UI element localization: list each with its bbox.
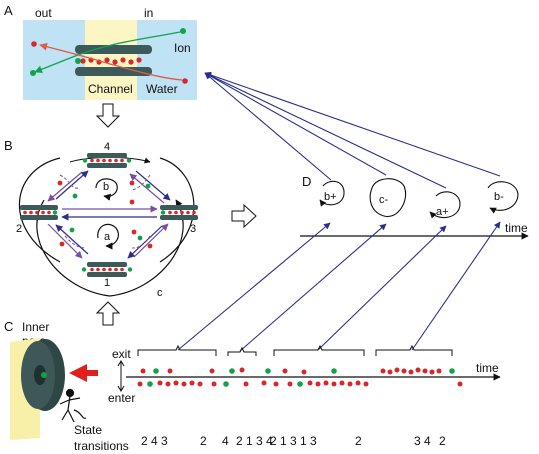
state-3-channel	[160, 205, 198, 220]
outside-solvent	[23, 20, 85, 100]
state-1-channel	[81, 262, 133, 277]
up-arrow-icon	[95, 301, 121, 326]
dashed-move-2	[131, 174, 151, 191]
panel-c-label: C	[4, 319, 13, 334]
right-arrow-icon	[231, 203, 257, 229]
dashed-move-4	[131, 235, 151, 249]
cycle-a-label: a	[104, 231, 111, 243]
state-1-label: 1	[104, 277, 110, 289]
svg-text:c-: c-	[379, 194, 389, 206]
state-4-channel	[82, 153, 132, 168]
panel-c: C Inner pore exit enter time	[4, 319, 501, 453]
transition-seq-3: 4	[222, 434, 229, 448]
channel-label: Channel	[88, 82, 133, 96]
transition-seq-5: 2 1 3 1 3	[270, 434, 317, 448]
event-to-a-arrows	[204, 71, 501, 189]
cycle-c-label: c	[157, 287, 163, 299]
state-3-label: 3	[190, 223, 196, 235]
time-label-d: time	[505, 221, 528, 235]
cycle-b-loop	[95, 178, 118, 201]
time-label-c: time	[476, 361, 499, 375]
cycle-c-arrow	[36, 199, 184, 297]
dashed-move-3	[64, 235, 87, 249]
state-4-label: 4	[104, 141, 110, 153]
panel-d-label: D	[302, 174, 311, 189]
transition-2-to-1	[47, 223, 83, 259]
inside-solvent	[137, 20, 197, 100]
transition-seq-7: 3 4	[414, 434, 431, 448]
event-braces	[137, 344, 453, 356]
transition-1-to-3	[133, 223, 169, 258]
down-arrow-icon	[95, 103, 121, 128]
event-particles-exit	[140, 367, 442, 375]
transition-1-to-2	[55, 224, 89, 255]
state-particles	[57, 180, 153, 249]
state-label-1: State	[74, 423, 102, 437]
event-ions-enter	[147, 381, 303, 387]
transition-2-to-4	[55, 170, 89, 200]
water-label: Water	[146, 82, 178, 96]
panel-a: A out in Ion Channel Water	[4, 3, 197, 100]
panel-d: D time b+ c- a+ b-	[300, 174, 529, 240]
demon-figure-icon	[59, 388, 87, 423]
panel-b: B 4 2 3 1 c	[4, 138, 198, 299]
transition-seq-4: 2 1 3 4	[236, 434, 273, 448]
dashed-move-1	[59, 174, 79, 189]
ion-in-channel	[75, 58, 81, 64]
pore-cylinder-icon	[21, 339, 65, 411]
water-path-arrow	[39, 42, 183, 81]
state-2-label: 2	[16, 223, 22, 235]
channel-wall-top	[75, 45, 152, 54]
svg-text:a+: a+	[436, 206, 449, 218]
ion-label: Ion	[174, 41, 191, 55]
water-start	[182, 78, 188, 84]
ion-path-arrow	[34, 31, 181, 74]
enter-arrow-icon	[117, 385, 125, 392]
ion-end	[30, 70, 36, 76]
event-c-minus: c-	[369, 178, 406, 217]
event-b-minus: b-	[487, 181, 519, 214]
exit-arrow-icon	[117, 360, 125, 367]
panel-b-label: B	[4, 138, 13, 153]
in-label: in	[144, 6, 153, 20]
transition-4-to-2	[47, 171, 83, 202]
event-b-plus: b+	[319, 180, 345, 207]
water-end	[31, 41, 37, 47]
panel-a-label: A	[4, 3, 13, 18]
c-to-d-arrows	[177, 221, 501, 352]
transition-seq-2: 2	[200, 434, 207, 448]
state-2-channel	[20, 205, 58, 220]
event-a-plus: a+	[429, 191, 461, 219]
transition-seq-8: 2	[439, 434, 446, 448]
cycle-a-loop	[97, 223, 119, 250]
transition-seq-6: 2	[355, 434, 362, 448]
svg-text:b+: b+	[324, 191, 337, 203]
enter-label: enter	[108, 391, 135, 405]
ion-start	[180, 28, 186, 34]
transition-4-to-3	[135, 170, 171, 201]
inner-pore-label-1: Inner	[22, 320, 49, 334]
state-label-2: transitions	[74, 439, 129, 453]
svg-text:b-: b-	[494, 191, 504, 203]
event-ions-exit	[153, 368, 455, 374]
transition-3-to-4	[129, 173, 165, 204]
cycle-b-label: b	[103, 181, 109, 193]
exit-label: exit	[112, 347, 131, 361]
channel-wall-bottom	[75, 67, 152, 76]
event-particles-enter	[137, 380, 463, 387]
channel-region	[85, 20, 137, 100]
transition-seq-1: 2 4 3	[141, 434, 168, 448]
out-label: out	[35, 6, 52, 20]
